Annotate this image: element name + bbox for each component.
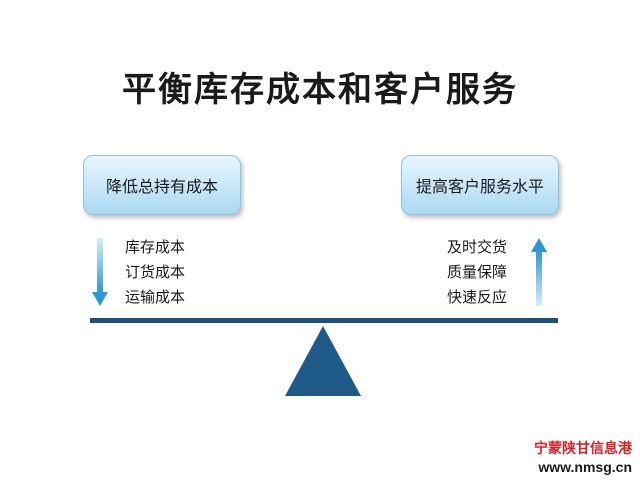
- improve-service-label: 提高客户服务水平: [415, 177, 544, 196]
- reduce-cost-box: 降低总持有成本: [83, 155, 241, 215]
- list-item: 库存成本: [125, 238, 186, 256]
- list-item: 运输成本: [125, 288, 186, 306]
- balance-beam: [90, 318, 558, 323]
- watermark: 宁蒙陕甘信息港 www.nmsg.cn: [534, 440, 632, 476]
- cost-items-list: 库存成本 订货成本 运输成本: [125, 235, 185, 310]
- page-title: 平衡库存成本和客户服务: [122, 70, 518, 110]
- reduce-cost-label: 降低总持有成本: [105, 177, 218, 196]
- watermark-name: 宁蒙陕甘信息港: [534, 441, 632, 457]
- list-item: 质量保障: [447, 263, 508, 281]
- down-arrow-icon: [92, 238, 108, 306]
- list-item: 快速反应: [447, 288, 508, 306]
- improve-service-box: 提高客户服务水平: [401, 155, 559, 215]
- watermark-url: www.nmsg.cn: [538, 459, 632, 475]
- fulcrum-triangle: [285, 326, 361, 396]
- up-arrow-icon: [531, 238, 547, 306]
- list-item: 及时交货: [447, 238, 508, 256]
- list-item: 订货成本: [125, 263, 186, 281]
- service-items-list: 及时交货 质量保障 快速反应: [447, 235, 507, 310]
